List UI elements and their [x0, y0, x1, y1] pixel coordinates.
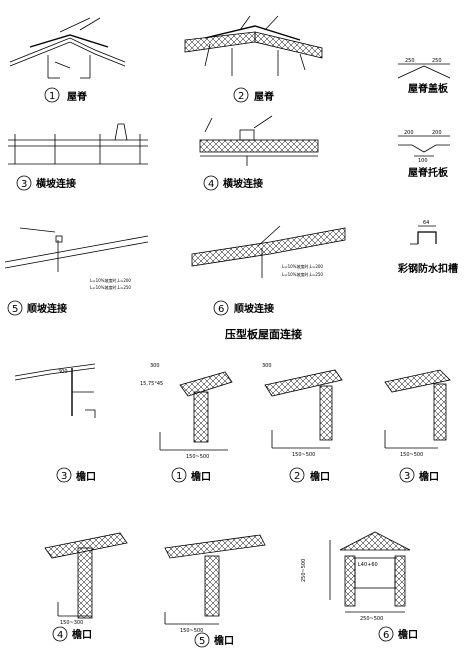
eave-3a-number: 3	[61, 471, 67, 482]
eave-4-label: 檐口	[72, 628, 92, 641]
eave-2-span: 150~500	[292, 452, 315, 458]
circle-markers	[7, 87, 415, 648]
eave-1-board: 300	[150, 363, 160, 369]
ridge-tray-plate	[398, 135, 450, 157]
detail-2-number: 2	[238, 91, 244, 102]
eave-3a-board: 300	[58, 369, 68, 375]
section-title: 压型板屋面连接	[225, 327, 302, 341]
detail-5-number: 5	[12, 304, 18, 315]
eave-3b-number: 3	[404, 471, 410, 482]
eave-detail-2	[264, 369, 343, 449]
detail-4-label: 横坡连接	[223, 177, 263, 190]
detail-longitudinal-6	[191, 225, 346, 278]
tray-right-dim: 200	[432, 130, 442, 136]
eave-1-angle: 15,75°45	[140, 381, 163, 387]
eave-1-label: 檐口	[191, 470, 211, 483]
eave-6-number: 6	[383, 630, 389, 641]
cap-left-dim: 250	[405, 58, 415, 64]
eave-detail-3a	[14, 363, 96, 418]
eave-5-span: 150~500	[180, 628, 203, 634]
eave-3a-label: 檐口	[76, 470, 96, 483]
detail-3-number: 3	[21, 179, 27, 190]
lap-note-2: L=10%坡度时,L=250	[90, 284, 131, 290]
detail-transverse-4	[199, 115, 319, 166]
eave-6-height: 250~500	[301, 559, 307, 582]
lap-note-2b: L=10%坡度时,L=250	[282, 271, 323, 277]
ridge-cap-label: 屋脊盖板	[408, 82, 449, 95]
detail-ridge-2	[184, 15, 323, 76]
eave-detail-3b	[384, 369, 451, 449]
detail-6-label: 顺坡连接	[234, 302, 274, 315]
eave-6-span: 250~500	[360, 616, 383, 622]
detail-5-label: 顺坡连接	[27, 302, 67, 315]
eave-3b-span: 150~500	[400, 452, 423, 458]
detail-3-label: 横坡连接	[36, 177, 76, 190]
lap-note-1b: L=10%坡度时,L=200	[282, 263, 323, 269]
eave-detail-6	[329, 531, 411, 613]
eave-6-label: 檐口	[398, 628, 418, 641]
eave-5-label: 檐口	[214, 634, 234, 647]
detail-ridge-1	[9, 17, 126, 79]
eave-1-span: 150~500	[186, 454, 209, 460]
eave-detail-1	[159, 371, 233, 451]
detail-1-number: 1	[49, 91, 55, 102]
eave-1-number: 1	[176, 471, 182, 482]
water-groove	[410, 225, 437, 245]
eave-detail-4	[44, 532, 128, 619]
eave-detail-5	[164, 534, 266, 625]
eave-5-number: 5	[199, 636, 205, 647]
detail-2-label: 屋脊	[254, 90, 275, 103]
detail-1-label: 屋脊	[67, 90, 88, 103]
eave-2-number: 2	[294, 471, 300, 482]
lap-note-1: L=10%坡度时,L=200	[90, 277, 131, 283]
eave-2-label: 檐口	[310, 470, 330, 483]
detail-transverse-3	[8, 123, 148, 165]
tray-mid-dim: 100	[418, 158, 428, 164]
eave-4-number: 4	[57, 630, 63, 641]
ridge-cap-plate	[397, 63, 451, 79]
groove-top-dim: 64	[423, 220, 429, 226]
detail-4-number: 4	[208, 179, 214, 190]
eave-4-span: 150~300	[60, 620, 83, 626]
eave-3b-label: 檐口	[419, 470, 439, 483]
eave-6-width: L40+60	[358, 562, 378, 568]
detail-6-number: 6	[218, 304, 224, 315]
detail-longitudinal-5	[4, 227, 149, 272]
eave-2-board: 300	[262, 363, 272, 369]
ridge-tray-label: 屋脊托板	[408, 166, 449, 179]
water-groove-label: 彩钢防水扣槽	[397, 262, 458, 275]
tray-left-dim: 200	[404, 130, 414, 136]
cap-right-dim: 250	[432, 58, 442, 64]
